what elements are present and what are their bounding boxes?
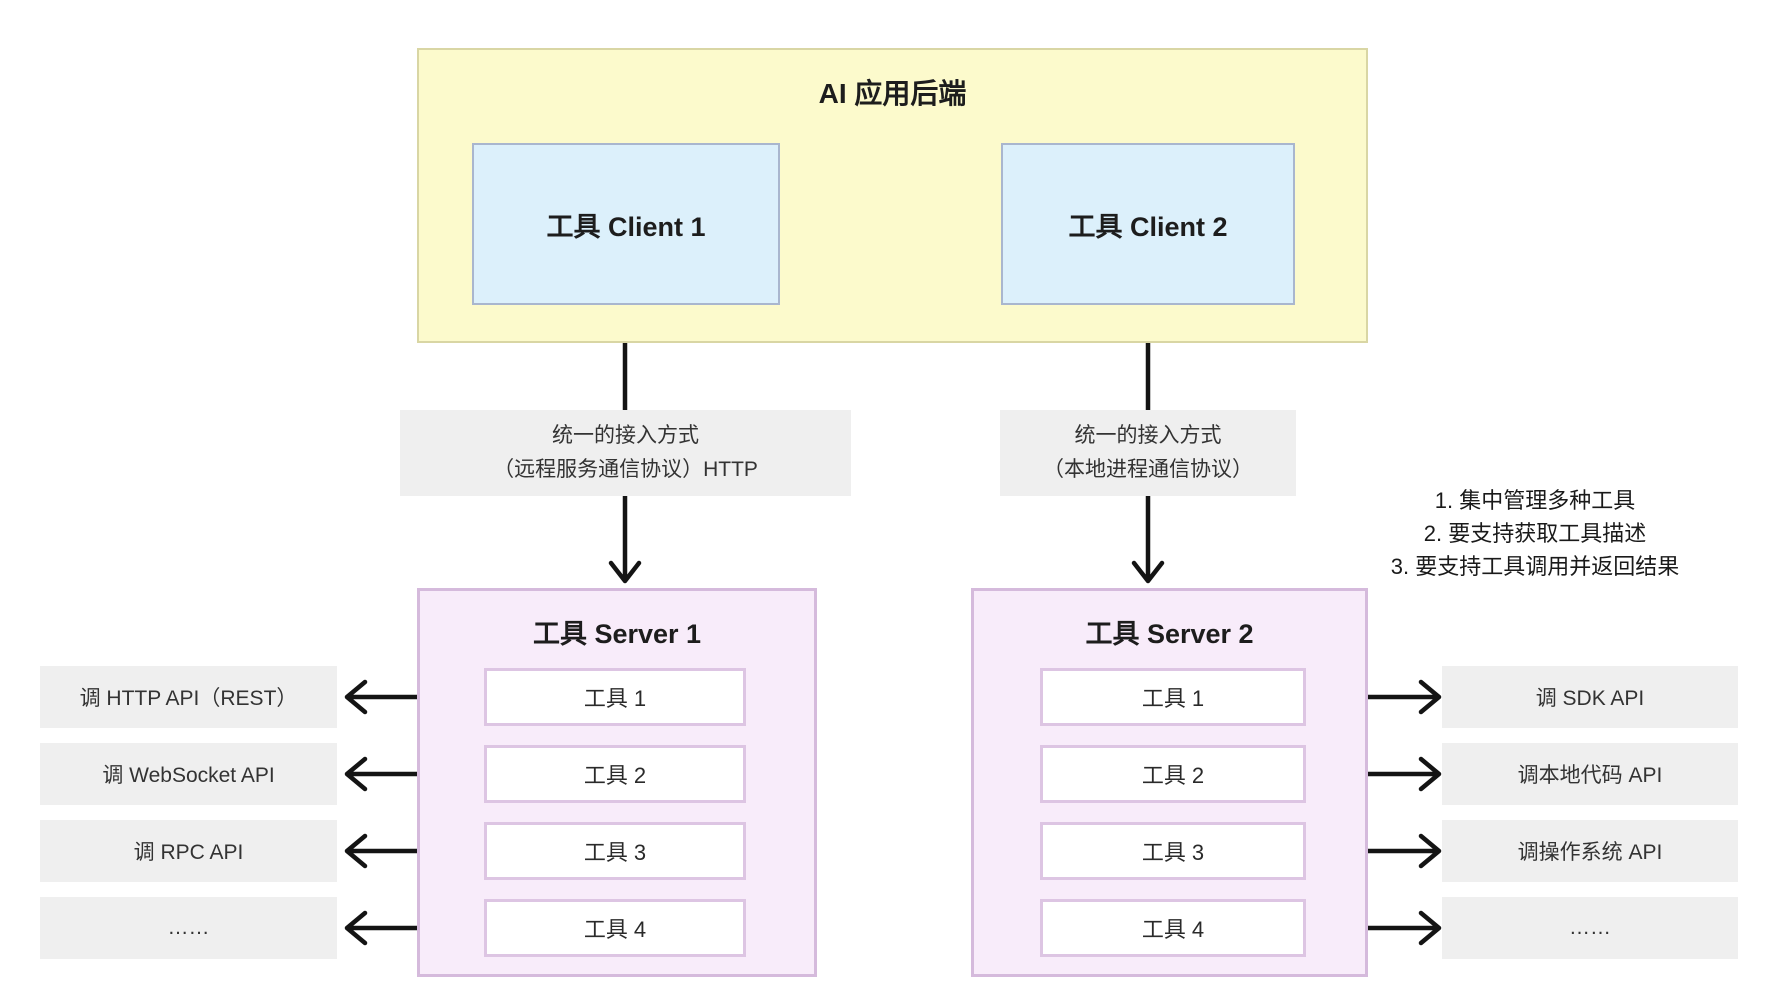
server-box-1: 工具 Server 1 工具 1 工具 2 工具 3 工具 4 [417, 588, 817, 977]
connection-label-remote-line2: （远程服务通信协议）HTTP [493, 458, 758, 481]
backend-title: AI 应用后端 [818, 78, 967, 109]
arrow-label2-to-server2 [1131, 493, 1165, 584]
note-3: 3. 要支持工具调用并返回结果 [1390, 554, 1680, 579]
server-1-tool-4: 工具 4 [484, 899, 746, 957]
client-2-label: 工具 Client 2 [1068, 211, 1228, 242]
note-1: 1. 集中管理多种工具 [1434, 488, 1636, 513]
arrow-label1-to-server1 [608, 493, 642, 584]
client-box-2: 工具 Client 2 [1001, 143, 1295, 305]
client-box-1: 工具 Client 1 [472, 143, 780, 305]
api-box-websocket: 调 WebSocket API [40, 743, 337, 805]
client-1-label: 工具 Client 1 [546, 211, 706, 242]
connection-label-local-line1: 统一的接入方式 [1074, 424, 1222, 447]
server-1-title: 工具 Server 1 [532, 619, 702, 649]
api-box-rpc: 调 RPC API [40, 820, 337, 882]
connection-label-remote: 统一的接入方式 （远程服务通信协议）HTTP [400, 410, 851, 496]
server-2-tool-2: 工具 2 [1040, 745, 1306, 803]
server-1-tool-1: 工具 1 [484, 668, 746, 726]
connection-label-local-line2: （本地进程通信协议） [1043, 458, 1253, 481]
server-requirements-notes: 1. 集中管理多种工具 2. 要支持获取工具描述 3. 要支持工具调用并返回结果 [1320, 484, 1750, 583]
server-1-tool-3: 工具 3 [484, 822, 746, 880]
api-box-sdk: 调 SDK API [1442, 666, 1738, 728]
note-2: 2. 要支持获取工具描述 [1423, 521, 1647, 546]
api-box-more-right: …… [1442, 897, 1738, 959]
server-2-tool-1: 工具 1 [1040, 668, 1306, 726]
server-box-2: 工具 Server 2 工具 1 工具 2 工具 3 工具 4 [971, 588, 1368, 977]
connection-label-remote-line1: 统一的接入方式 [552, 424, 699, 447]
server-2-tool-3: 工具 3 [1040, 822, 1306, 880]
api-box-more-left: …… [40, 897, 337, 959]
api-box-os: 调操作系统 API [1442, 820, 1738, 882]
api-box-http-rest: 调 HTTP API（REST） [40, 666, 337, 728]
server-1-tool-2: 工具 2 [484, 745, 746, 803]
backend-box: AI 应用后端 工具 Client 1 工具 Client 2 [417, 48, 1368, 343]
connection-label-local: 统一的接入方式 （本地进程通信协议） [1000, 410, 1296, 496]
server-2-tool-4: 工具 4 [1040, 899, 1306, 957]
server-2-title: 工具 Server 2 [1085, 619, 1254, 649]
api-box-local-code: 调本地代码 API [1442, 743, 1738, 805]
